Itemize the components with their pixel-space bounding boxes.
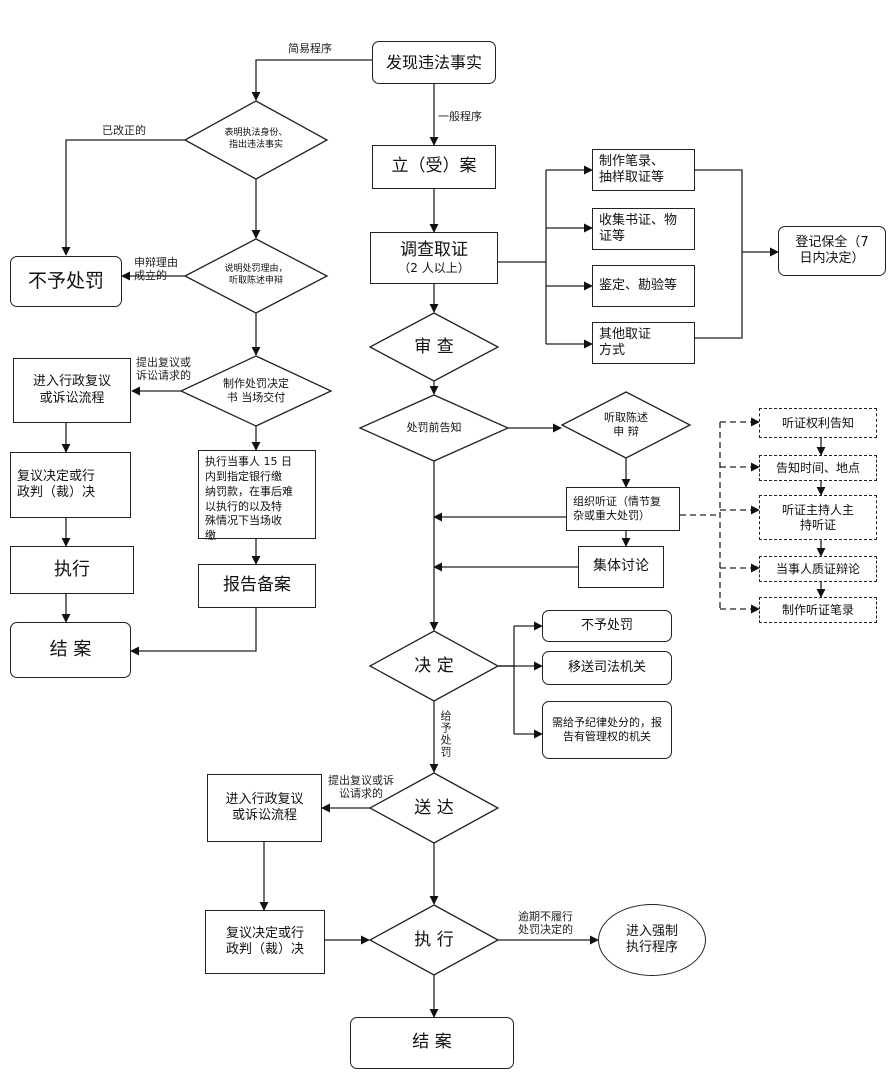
explain-reason-text: 说明处罚理由， 听取陈述申辩 — [224, 264, 288, 286]
no-penalty-right-box: 不予处罚 — [542, 610, 672, 642]
pay-fine-box: 执行当事人 15 日 内到指定银行缴 纳罚款，在事后难 以执行的以及特 殊情况下… — [198, 450, 316, 542]
execute-bottom-text: 执 行 — [414, 929, 454, 950]
investigate-subtitle: （2 人以上） — [398, 261, 470, 276]
report-file-box: 报告备案 — [198, 564, 316, 608]
execute-left-box: 执行 — [10, 546, 134, 594]
label-defense-valid: 申辩理由 成立的 — [134, 256, 178, 283]
edge-simple-procedure — [251, 59, 372, 101]
hear-statement-text: 听取陈述 申 辩 — [604, 410, 648, 438]
close-bottom-box: 结 案 — [350, 1017, 514, 1069]
no-penalty-left-box: 不予处罚 — [10, 256, 122, 307]
label-overdue: 逾期不履行 处罚决定的 — [518, 910, 573, 937]
edge-report-to-close — [130, 608, 257, 656]
notify-time-place-box: 告知时间、地点 — [759, 455, 877, 481]
admin-review-left-box: 进入行政复议 或诉讼流程 — [13, 358, 131, 423]
label-corrected: 已改正的 — [102, 124, 146, 137]
hearing-rights-box: 听证权利告知 — [759, 408, 877, 438]
edge-collect-to-register — [695, 169, 743, 339]
collect-evidence-box: 收集书证、物 证等 — [592, 208, 695, 250]
label-apply-review-left: 提出复议或 诉讼请求的 — [136, 356, 191, 383]
deliver-text: 送 达 — [414, 797, 454, 818]
review-result-bottom-box: 复议决定或行 政判（裁）决 — [205, 910, 325, 974]
pre-notice-text: 处罚前告知 — [406, 420, 462, 434]
investigate-title: 调查取证 — [400, 239, 468, 260]
record-sample-box: 制作笔录、 抽样取证等 — [592, 149, 695, 191]
edge-corrected — [61, 139, 185, 256]
appraisal-box: 鉴定、勘验等 — [592, 265, 695, 307]
decide-text: 决 定 — [414, 655, 454, 676]
label-simple-procedure: 简易程序 — [288, 42, 332, 55]
close-left-box: 结 案 — [10, 622, 131, 678]
label-give-penalty: 给予处罚 — [439, 710, 452, 758]
hearing-record-box: 制作听证笔录 — [759, 597, 877, 623]
transfer-judicial-box: 移送司法机关 — [542, 651, 672, 685]
parties-crossexam-box: 当事人质证辩论 — [759, 556, 877, 582]
admin-review-bottom-box: 进入行政复议 或诉讼流程 — [207, 774, 322, 842]
discover-box: 发现违法事实 — [372, 41, 496, 84]
discipline-box: 需给予纪律处分的，报 告有管理权的机关 — [542, 701, 672, 759]
make-decision-text: 制作处罚决定 书 当场交付 — [223, 376, 289, 404]
other-evidence-box: 其他取证 方式 — [592, 322, 695, 364]
file-case-box: 立（受）案 — [372, 145, 496, 189]
enforce-ellipse: 进入强制 执行程序 — [598, 904, 706, 976]
hearing-host-box: 听证主持人主 持听证 — [759, 495, 877, 540]
review-result-left-box: 复议决定或行 政判（裁）决 — [10, 452, 131, 518]
label-general-procedure: 一般程序 — [438, 110, 482, 123]
organize-hearing-box: 组织听证（情节复 杂或重大处罚） — [566, 487, 680, 531]
show-identity-text: 表明执法身份、 指出违法事实 — [224, 128, 288, 150]
register-preserve-box: 登记保全（7 日内决定） — [778, 226, 886, 276]
investigate-box: 调查取证 （2 人以上） — [370, 232, 498, 284]
collective-discussion-box: 集体讨论 — [578, 546, 664, 588]
review-text: 审 查 — [414, 336, 454, 357]
label-apply-review-bottom: 提出复议或诉 讼请求的 — [328, 774, 394, 801]
